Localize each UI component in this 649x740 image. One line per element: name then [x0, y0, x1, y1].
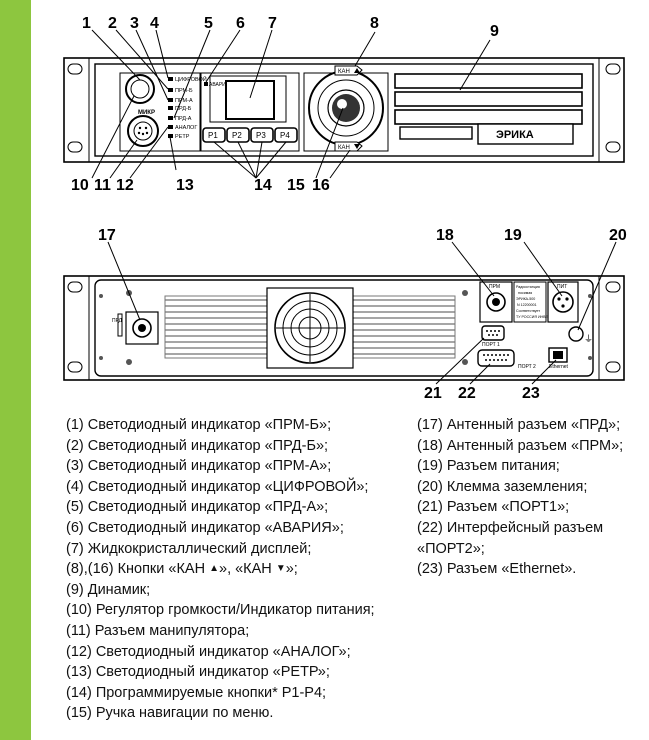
callout-21: 21 — [424, 385, 442, 400]
ethernet-label: Ethernet — [549, 364, 569, 370]
port2-label: ПОРТ 2 — [518, 364, 536, 370]
button-p2-label: P2 — [232, 131, 242, 140]
kan-up-triangle-icon — [354, 68, 360, 73]
legend-item-11: (11) Разъем манипулятора; — [66, 622, 250, 639]
callout-1: 1 — [82, 15, 91, 32]
legend-item-4: (4) Светодиодный индикатор «ЦИФРОВОЙ»; — [66, 478, 369, 495]
legend-item-2: (2) Светодиодный индикатор «ПРД-Б»; — [66, 437, 329, 454]
alarm-label: АВАРИЯ — [209, 82, 230, 88]
legend-item-14: (14) Программируемые кнопки* Р1-Р4; — [66, 684, 327, 701]
legend-item-20: (20) Клемма заземления; — [417, 478, 588, 495]
led-label-prm-a: ПРМ-А — [175, 98, 193, 104]
lcd-display — [225, 80, 275, 120]
legend-item-8-16: (8),(16) Кнопки «КАН ▲», «КАН ▼»; — [66, 559, 426, 580]
legend-item-15: (15) Ручка навигации по меню. — [66, 705, 274, 722]
legend-item-13: (13) Светодиодный индикатор «РЕТР»; — [66, 664, 330, 681]
kan-down-triangle-icon — [354, 144, 360, 149]
callout-9: 9 — [490, 23, 499, 40]
ground-terminal — [568, 326, 584, 342]
callout-4: 4 — [150, 15, 159, 32]
rear-leader-lines — [107, 241, 617, 385]
front-panel: МИКР ЦИФРОВОЙ ПРМ-Б ПРМ-А ПРД-Б ПРД-А АН… — [63, 57, 625, 163]
callout-3: 3 — [130, 15, 139, 32]
lcd-display-frame — [209, 75, 287, 123]
legend-item-18: (18) Антенный разъем «ПРМ»; — [417, 437, 624, 454]
legend-item-6: (6) Светодиодный индикатор «АВАРИЯ»; — [66, 519, 344, 536]
led-label-retr: РЕТР — [175, 134, 190, 140]
legend-item-9: (9) Динамик; — [66, 581, 151, 598]
prm-antenna-connector — [486, 292, 506, 312]
port1-label: ПОРТ 1 — [482, 342, 500, 348]
plate-line-5: Соответствует — [516, 309, 540, 313]
legend-item-12: (12) Светодиодный индикатор «АНАЛОГ»; — [66, 643, 351, 660]
brand-label: ЭРИКА — [496, 129, 534, 141]
legend-item-5: (5) Светодиодный индикатор «ПРД-А»; — [66, 499, 329, 516]
plate-line-1: Радиостанция — [516, 285, 540, 289]
callout-2: 2 — [108, 15, 117, 32]
triangle-up-icon: ▲ — [209, 563, 219, 575]
callout-13: 13 — [176, 177, 194, 194]
volume-knob — [125, 74, 155, 104]
legend-item-3: (3) Светодиодный индикатор «ПРМ-А»; — [66, 458, 332, 475]
led-column: ЦИФРОВОЙ ПРМ-Б ПРМ-А ПРД-Б ПРД-А АНАЛОГ … — [168, 75, 207, 140]
mic-label: МИКР — [138, 110, 155, 116]
svg-text:⏚: ⏚ — [584, 334, 593, 344]
prd-label: ПРД — [112, 318, 123, 324]
port2-connector — [477, 349, 515, 367]
rear-panel: ПРД ПРМ Радиостанция носимая ЭРИКА-500 N — [63, 275, 625, 381]
legend-item-1: (1) Светодиодный индикатор «ПРМ-Б»; — [66, 417, 332, 433]
accent-side-bar — [0, 0, 31, 740]
callout-19: 19 — [504, 227, 522, 244]
callout-18: 18 — [436, 227, 454, 244]
speaker-grille — [394, 73, 583, 140]
legend-item-10: (10) Регулятор громкости/Индикатор питан… — [66, 602, 375, 619]
callout-7: 7 — [268, 15, 277, 32]
triangle-down-icon: ▼ — [275, 563, 286, 575]
legend-item-19: (19) Разъем питания; — [417, 458, 560, 475]
plate-line-2: носимая — [518, 291, 532, 295]
led-label-digital: ЦИФРОВОЙ — [175, 75, 207, 83]
legend-item-7: (7) Жидкокристаллический дисплей; — [66, 540, 312, 557]
power-connector — [552, 291, 574, 313]
plate-line-4: N 12200001 — [517, 303, 537, 307]
plate-line-3: ЭРИКА-500 — [516, 297, 535, 301]
callout-10: 10 — [71, 177, 89, 194]
plate-line-6: ТУ РОССИЯ ИНВЕК — [516, 315, 551, 319]
callout-22: 22 — [458, 385, 476, 400]
kan-down-label: КАН — [338, 145, 350, 151]
port1-connector — [481, 325, 505, 341]
legend-item-22: (22) Интерфейсный разъем «ПОРТ2»; — [417, 519, 604, 557]
callout-11: 11 — [94, 177, 111, 194]
led-label-prm-b: ПРМ-Б — [175, 88, 193, 94]
prm-label: ПРМ — [489, 284, 500, 290]
led-label-prd-b: ПРД-Б — [175, 106, 192, 112]
callout-16: 16 — [312, 177, 330, 194]
kan-up-label: КАН — [338, 69, 350, 75]
mic-connector — [127, 115, 159, 147]
callout-23: 23 — [522, 385, 540, 400]
callout-8: 8 — [370, 15, 379, 32]
front-leader-lines — [91, 29, 491, 179]
legend-left-column: (1) Светодиодный индикатор «ПРМ-Б»; (2) … — [66, 415, 426, 724]
led-label-prd-a: ПРД-А — [175, 116, 192, 122]
legend-item-23: (23) Разъем «Ethernet». — [417, 561, 577, 578]
button-p1-label: P1 — [208, 131, 218, 140]
legend-item-17: (17) Антенный разъем «ПРД»; — [417, 417, 621, 433]
callout-15: 15 — [287, 177, 305, 194]
callout-12: 12 — [116, 177, 134, 194]
callout-5: 5 — [204, 15, 213, 32]
legend-item-21: (21) Разъем «ПОРТ1»; — [417, 499, 570, 516]
callout-14: 14 — [254, 177, 272, 194]
button-p3-label: P3 — [256, 131, 266, 140]
legend-right-column: (17) Антенный разъем «ПРД»; (18) Антенны… — [417, 415, 647, 580]
callout-17: 17 — [98, 227, 116, 244]
callout-6: 6 — [236, 15, 245, 32]
prd-antenna-connector — [132, 318, 152, 338]
callout-20: 20 — [609, 227, 627, 244]
power-label: ПИТ — [557, 284, 567, 290]
led-label-analog: АНАЛОГ — [175, 125, 197, 131]
button-p4-label: P4 — [280, 131, 290, 140]
equipment-diagram: МИКР ЦИФРОВОЙ ПРМ-Б ПРМ-А ПРД-Б ПРД-А АН… — [63, 15, 627, 400]
